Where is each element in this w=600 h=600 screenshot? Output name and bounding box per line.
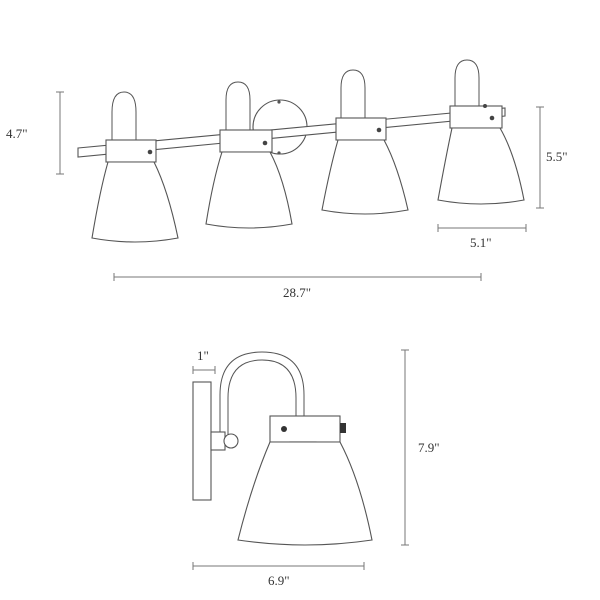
side-arm-outer: [219, 351, 305, 442]
light-1-shade: [91, 161, 179, 243]
side-clamp: [269, 415, 341, 443]
dim-shade-width: [437, 224, 527, 232]
light-3-shade: [321, 139, 409, 215]
side-view: 1" 7.9" 6.9": [192, 348, 440, 588]
dim-side-depth: [192, 562, 365, 570]
base-knob: [223, 433, 239, 449]
light-3-arm: [340, 69, 366, 120]
backplate-screw-top: [277, 100, 281, 104]
light-4-clamp: [449, 105, 503, 129]
light-fixture-2: [205, 81, 293, 229]
light-fixture-1: [91, 91, 179, 243]
light-2-knob: [262, 140, 268, 146]
backplate-screw-bottom: [277, 151, 281, 155]
side-clamp-knob: [340, 423, 346, 433]
dim-label-side-height: 7.9": [418, 440, 440, 455]
light-fixture-4: [437, 59, 525, 205]
dim-label-side-depth: 6.9": [268, 573, 290, 588]
side-clamp-screw: [281, 426, 287, 432]
side-shade: [237, 441, 373, 546]
light-2-shade: [205, 151, 293, 229]
light-2-arm: [225, 81, 251, 134]
dim-base-depth: [192, 366, 216, 374]
dim-label-total-width: 28.7": [283, 285, 311, 300]
light-3-knob: [376, 127, 382, 133]
dim-label-height-right: 5.5": [546, 149, 568, 164]
wall-base-plate: [192, 381, 212, 501]
light-1-arm: [111, 91, 137, 143]
base-connector: [210, 431, 226, 451]
front-view: 4.7" 5.5" 5.1" 28.7": [6, 59, 568, 300]
light-4-knob: [489, 115, 495, 121]
light-4-arm: [454, 59, 480, 108]
light-fixture-3: [321, 69, 409, 215]
dim-total-width: [113, 273, 482, 281]
light-1-knob: [147, 149, 153, 155]
light-4-shade: [437, 127, 525, 205]
dim-height-right: [536, 106, 544, 209]
dim-side-height: [401, 349, 409, 546]
dim-height-left: [56, 91, 64, 175]
side-arm-inner: [227, 359, 297, 442]
dim-label-height-left: 4.7": [6, 126, 28, 141]
dim-label-shade-width: 5.1": [470, 235, 492, 250]
dim-label-base-depth: 1": [197, 348, 209, 363]
light-4-top-knob: [483, 104, 487, 108]
